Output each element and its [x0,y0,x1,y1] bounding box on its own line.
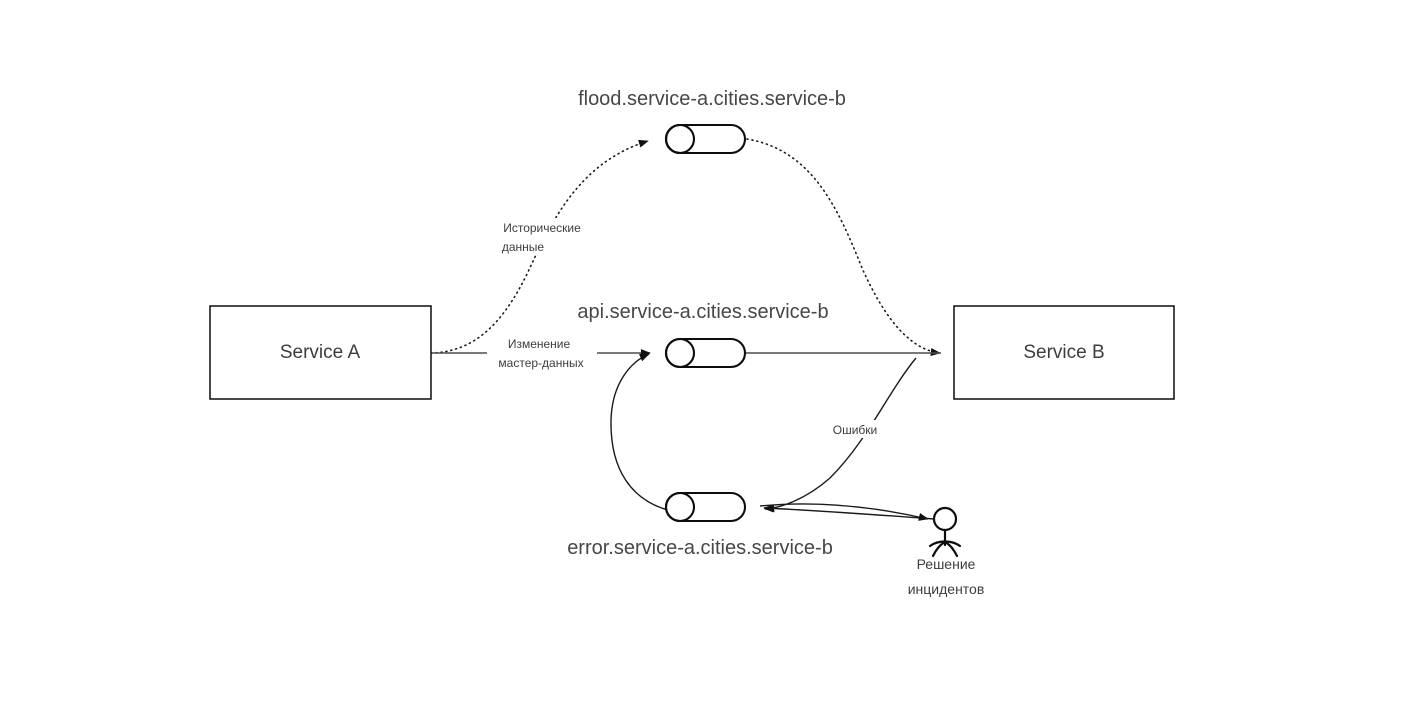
node-service-b[interactable]: Service B [953,305,1175,400]
node-service-a[interactable]: Service A [209,305,432,400]
edge-flood-to-service-b [746,138,941,356]
actor-label-line1: Решение [917,556,976,572]
edge-label-errors: Ошибки [824,420,886,438]
api-queue-shape[interactable] [664,337,747,369]
master-data-label-line2: мастер-данных [498,356,583,370]
flood-queue-shape[interactable] [664,123,747,155]
queue-flood[interactable] [664,123,747,155]
api-queue-title: api.service-a.cities.service-b [577,301,828,323]
service-b-box[interactable] [953,305,1175,400]
node-actor-incident-resolution[interactable]: Решение инцидентов [908,506,985,597]
edge-label-historical: Исторические данные [487,218,594,254]
service-a-label: Service A [280,342,361,363]
master-data-label-line1: Изменение [508,337,571,351]
edge-error-to-api [610,353,669,511]
error-queue-endcap-icon [664,491,696,523]
error-queue-shape[interactable] [664,491,747,523]
historical-label-line1: Исторические [503,221,581,235]
queue-api[interactable] [664,337,747,369]
edge-label-master-data: Изменение мастер-данных [487,334,597,370]
actor-label-line2: инцидентов [908,581,985,597]
actor-leg-left-icon [931,540,947,558]
historical-label-line2: данные [502,240,545,254]
edge-service-a-to-flood [430,139,649,354]
flood-queue-endcap-icon [664,123,696,155]
queue-error[interactable] [664,491,747,523]
error-queue-title: error.service-a.cities.service-b [567,537,833,559]
service-a-box[interactable] [209,305,432,400]
service-b-label: Service B [1023,342,1104,363]
errors-label: Ошибки [833,423,878,437]
edge-error-to-actor [759,503,929,521]
actor-leg-right-icon [943,540,959,558]
actor-head-icon [932,506,958,532]
flood-queue-title: flood.service-a.cities.service-b [578,88,846,110]
edge-actor-to-error [763,504,935,520]
api-queue-endcap-icon [664,337,696,369]
